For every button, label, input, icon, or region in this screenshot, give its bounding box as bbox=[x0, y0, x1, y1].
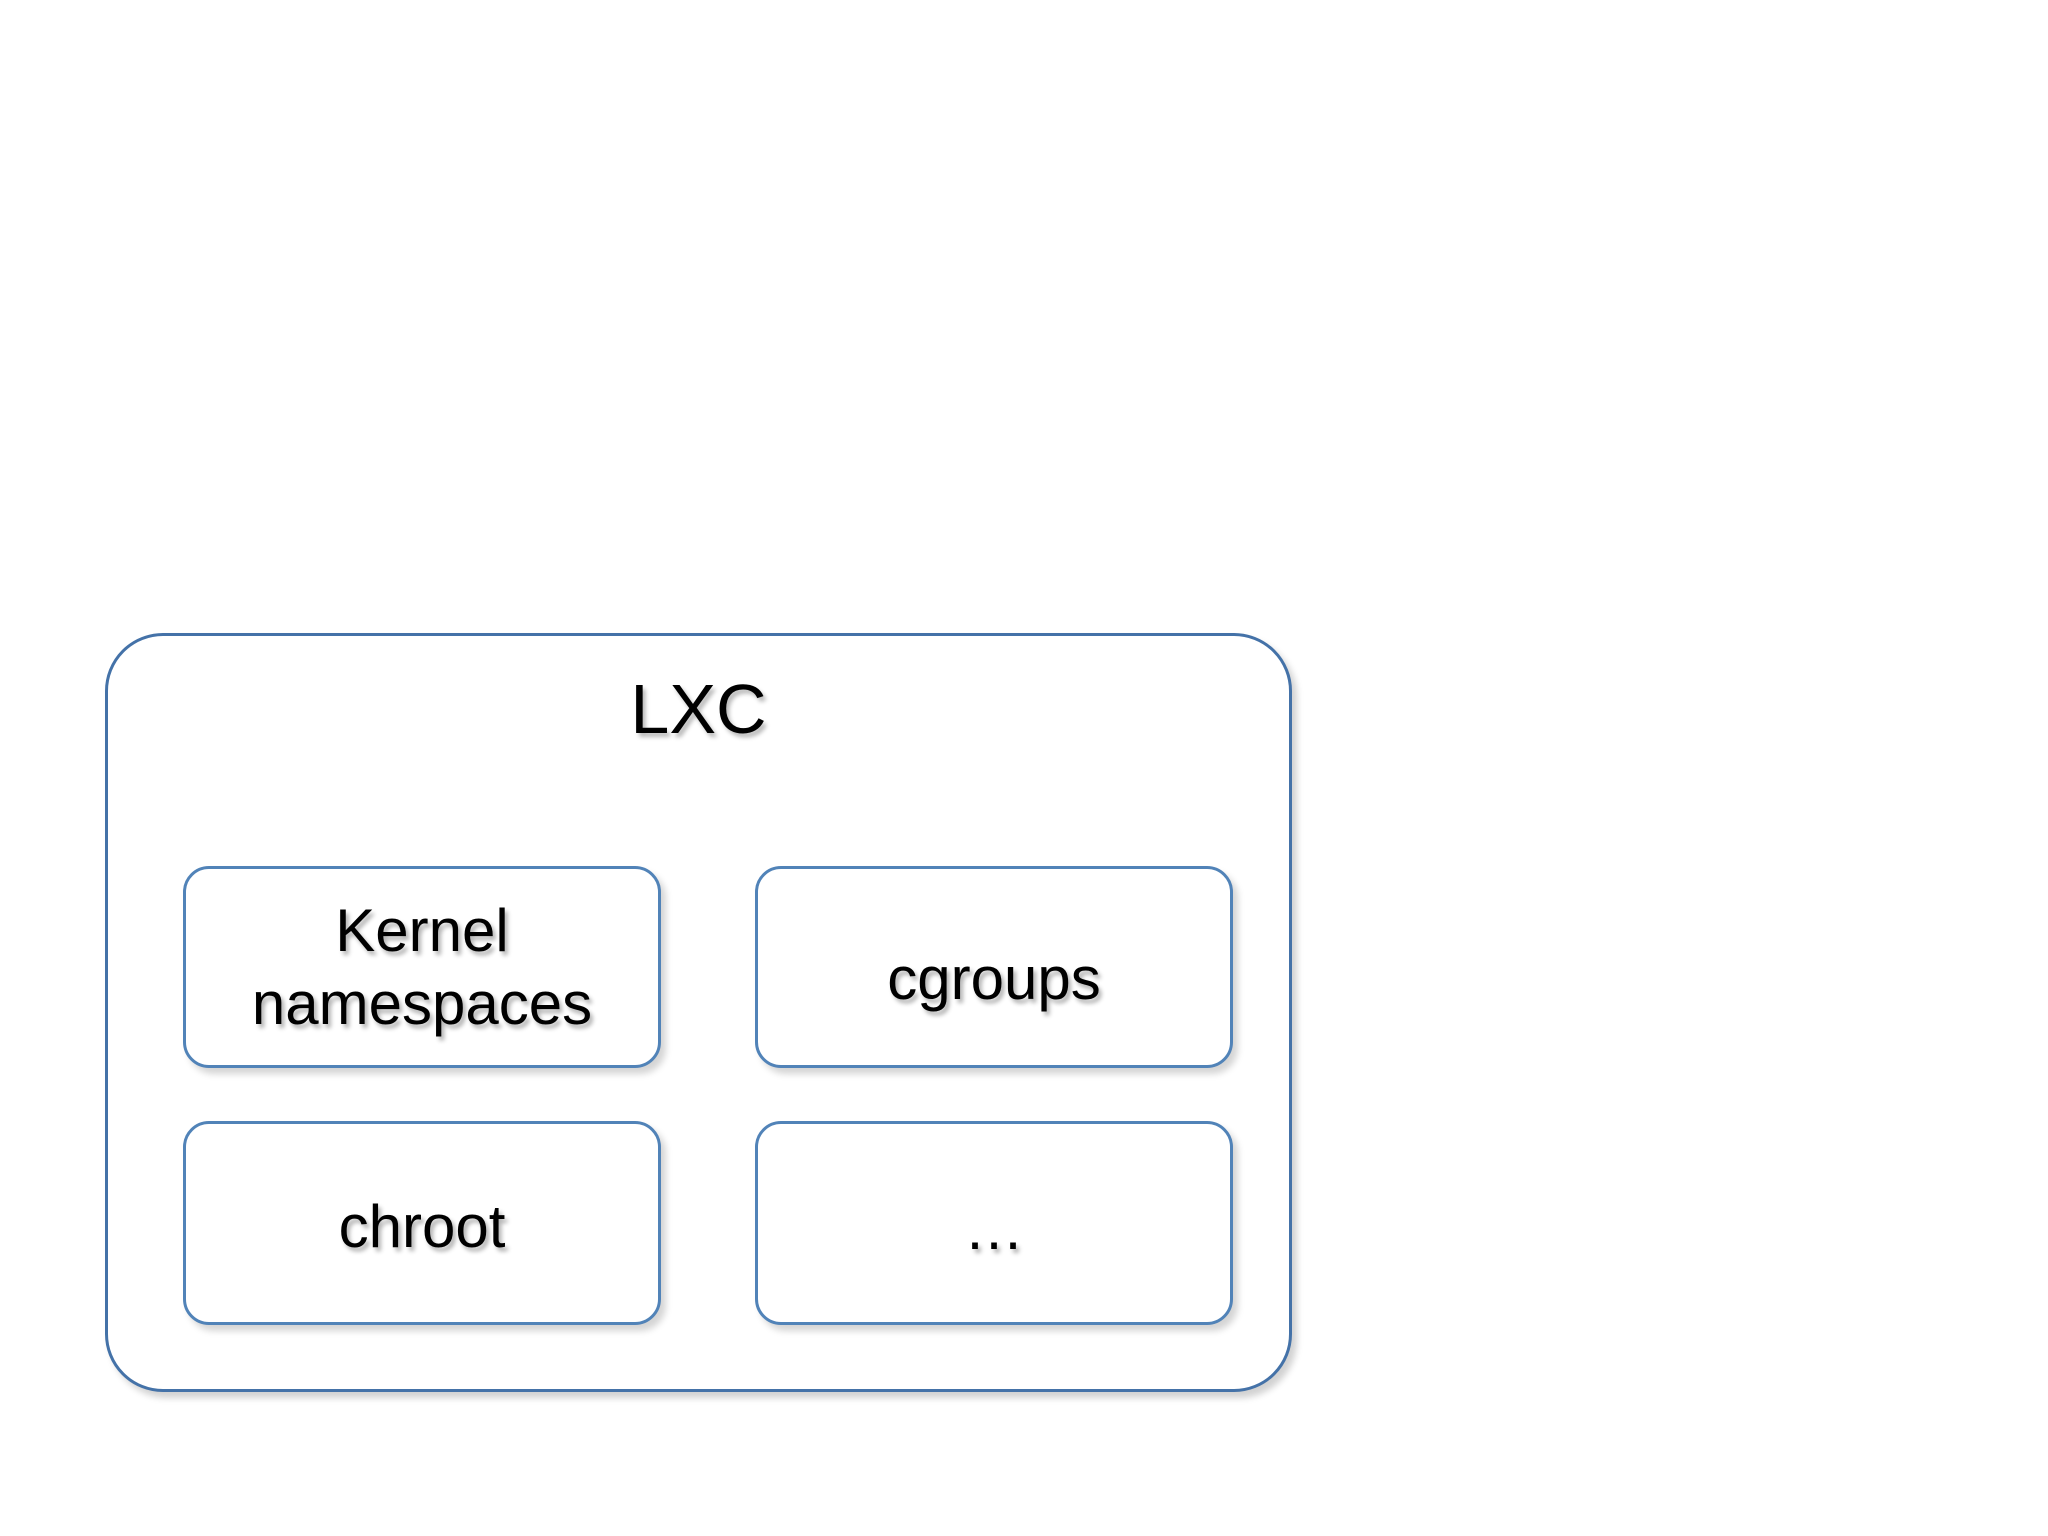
box-cgroups-label: cgroups bbox=[887, 944, 1101, 1012]
box-chroot-label: chroot bbox=[338, 1192, 506, 1260]
box-ellipsis: … bbox=[755, 1121, 1233, 1325]
box-ellipsis-label: … bbox=[964, 1194, 1024, 1262]
box-cgroups: cgroups bbox=[755, 866, 1233, 1068]
box-chroot: chroot bbox=[183, 1121, 661, 1325]
lxc-title: LXC bbox=[630, 670, 767, 748]
box-kernel-namespaces: Kernel namespaces bbox=[183, 866, 661, 1068]
box-kernel-namespaces-label: Kernel namespaces bbox=[251, 896, 593, 1037]
lxc-container-box: LXC Kernel namespaces cgroups chroot … bbox=[105, 633, 1292, 1392]
